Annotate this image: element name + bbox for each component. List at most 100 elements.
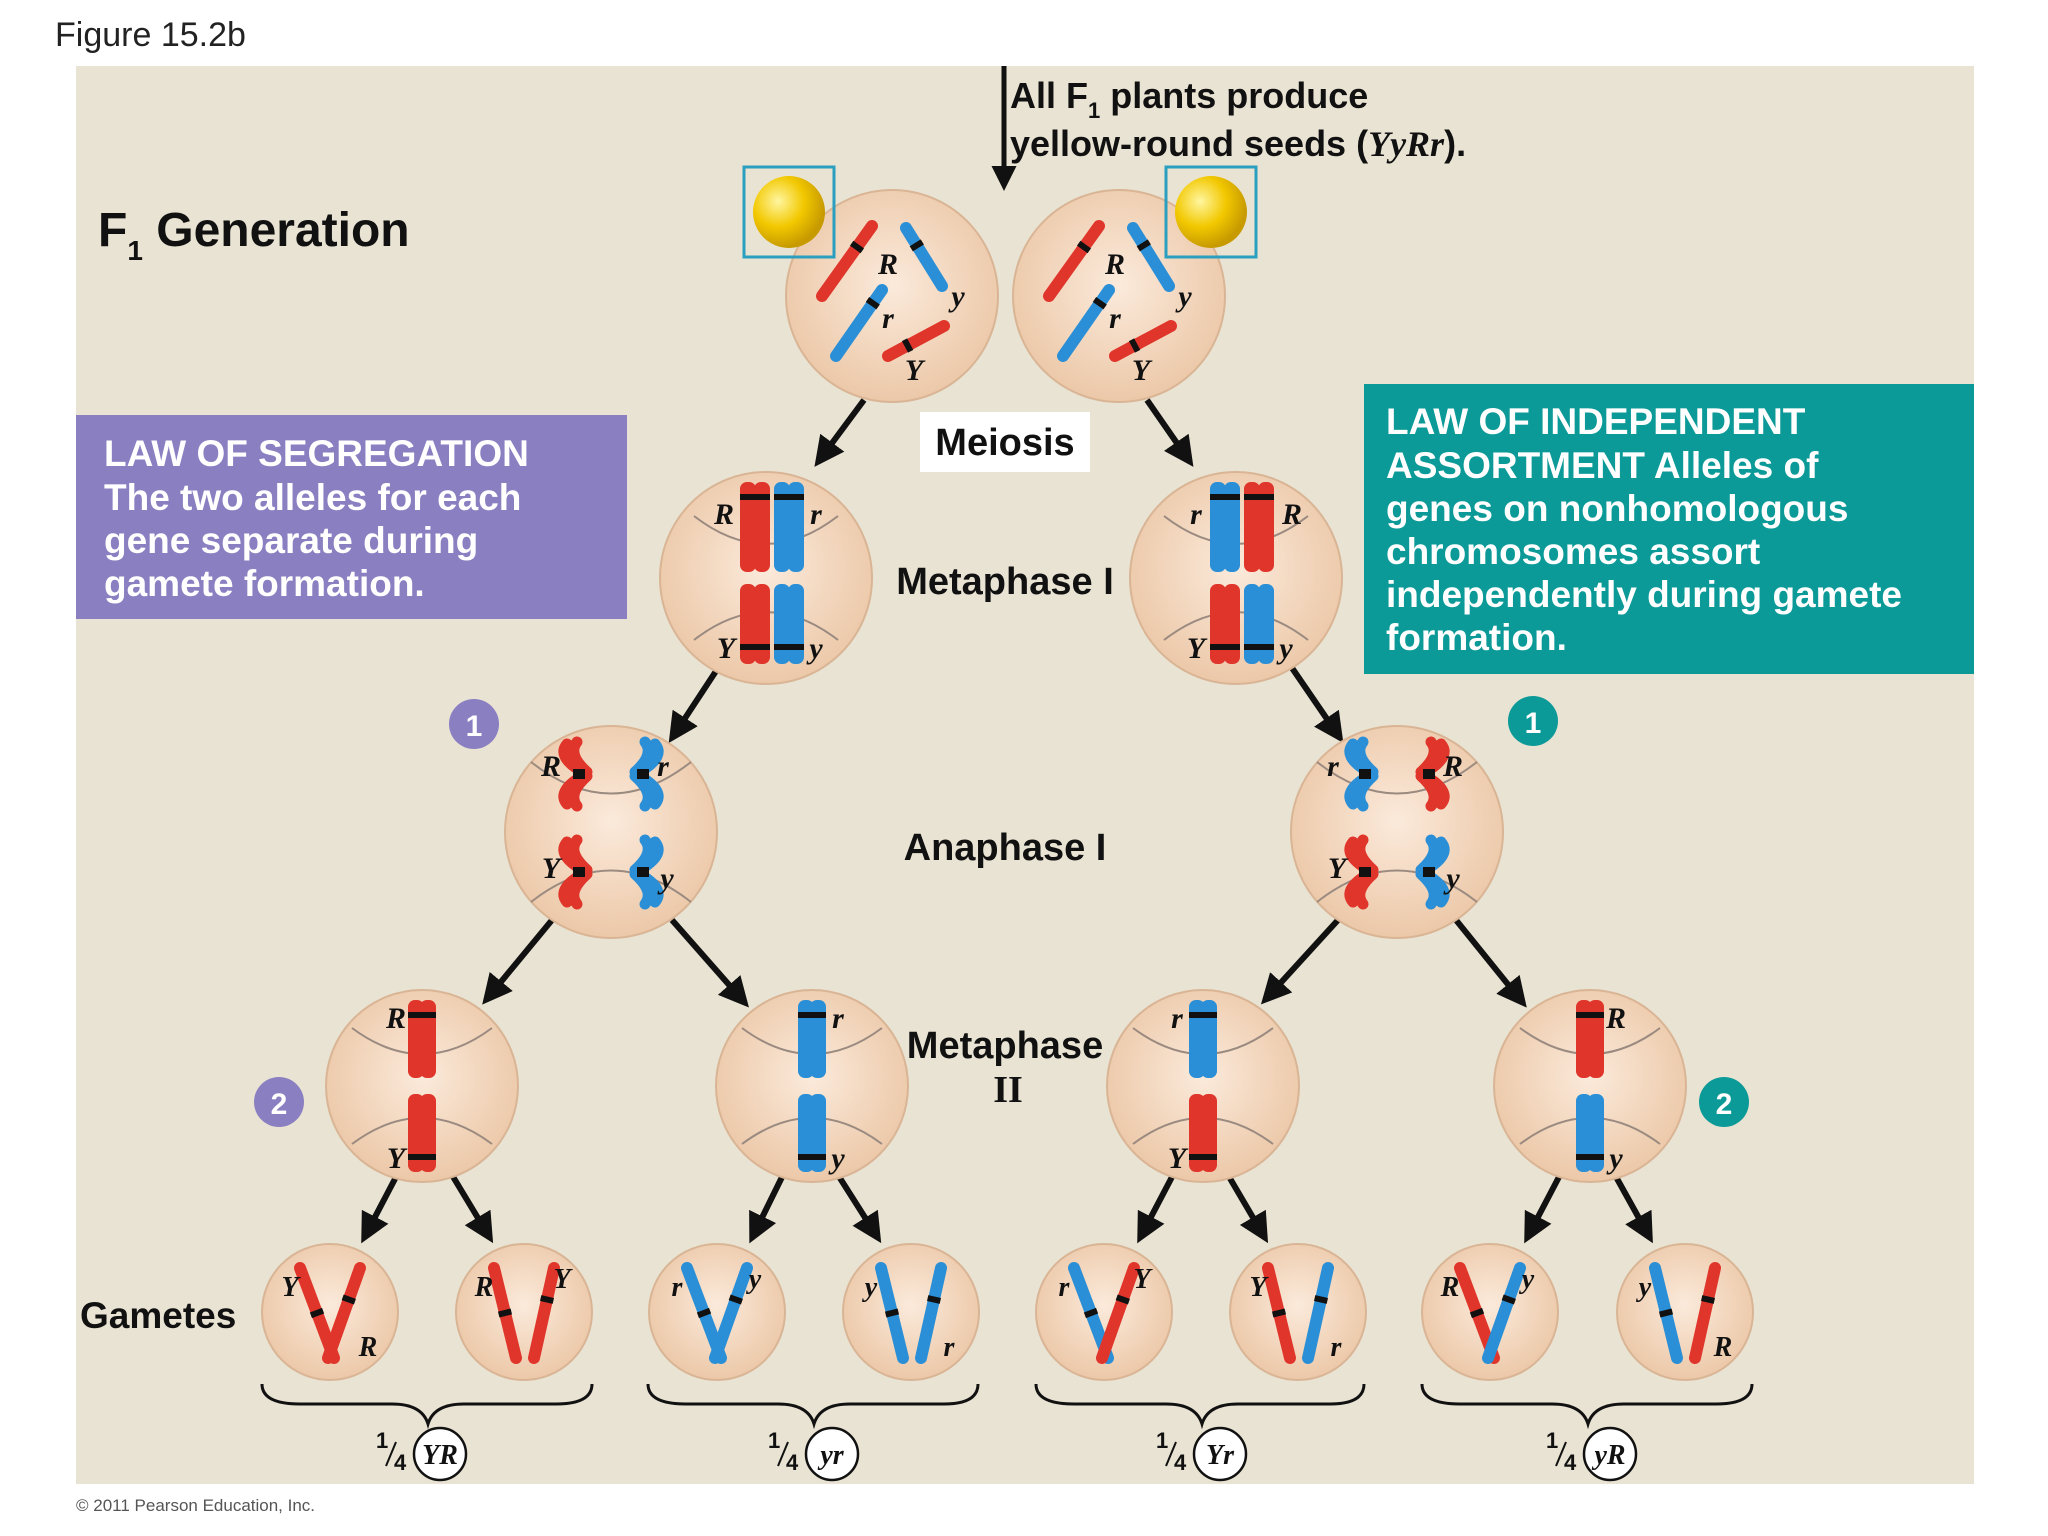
gene-locus <box>728 1294 743 1305</box>
arrow <box>1260 917 1341 1005</box>
allele-label: y <box>1606 1142 1623 1175</box>
top-note-line1: All F1 plants produce <box>1010 75 1368 123</box>
arrow <box>1287 663 1344 743</box>
chromosome <box>420 1094 436 1172</box>
allele-label: y <box>948 280 965 313</box>
chromosome <box>1244 584 1260 664</box>
gene-locus <box>1224 494 1240 500</box>
law-of-independent-assortment-box: LAW OF INDEPENDENT ASSORTMENT Alleles of… <box>1364 384 1974 674</box>
gene-locus <box>754 644 770 650</box>
allele-label: r <box>1331 1332 1343 1363</box>
chromosome <box>1482 1262 1526 1364</box>
allele-label: Y <box>1168 1142 1189 1175</box>
law-segregation-line: The two alleles for each <box>104 477 521 518</box>
allele-label: Y <box>1132 354 1153 387</box>
allele-label: R <box>1440 1272 1460 1303</box>
arrow <box>1524 1173 1563 1244</box>
gene-locus <box>1136 239 1151 252</box>
gene-locus <box>810 1012 826 1018</box>
allele-label: y <box>1276 632 1293 665</box>
chromosome <box>1244 482 1260 572</box>
genotype-circle <box>1192 1426 1248 1482</box>
gene-locus <box>1210 644 1226 650</box>
gene-locus <box>1271 1308 1287 1318</box>
fraction-denominator: 4 <box>1174 1450 1187 1475</box>
brace <box>1034 1383 1366 1430</box>
chromosome <box>528 1262 560 1364</box>
cell: Yr <box>1229 1243 1367 1381</box>
centromere <box>1423 769 1435 779</box>
brace <box>1420 1383 1754 1430</box>
gene-locus <box>1092 297 1107 310</box>
fraction-numerator: 1 <box>376 1428 388 1453</box>
allele-label: y <box>828 1142 845 1175</box>
svg-text:1: 1 <box>466 710 483 743</box>
chromosome <box>709 1262 753 1364</box>
arrow <box>668 663 723 744</box>
spindle <box>530 869 692 903</box>
allele-label: y <box>746 1264 762 1295</box>
law-of-segregation-box: LAW OF SEGREGATION The two alleles for e… <box>76 415 627 619</box>
chromosome <box>788 482 804 572</box>
svg-text:1: 1 <box>1525 707 1542 740</box>
cell: Ry <box>1493 989 1687 1183</box>
step-badge: 2 <box>254 1077 304 1127</box>
allele-label: Y <box>717 632 738 665</box>
allele-label: r <box>672 1272 684 1303</box>
allele-label: r <box>1109 302 1121 335</box>
anaphase-1-label: Anaphase I <box>904 827 1107 869</box>
fraction-slash <box>1165 1441 1177 1467</box>
gamete-braces <box>260 1383 1754 1430</box>
allele-label: R <box>385 1002 406 1035</box>
allele-label: R <box>1104 248 1125 281</box>
centromere <box>573 867 585 877</box>
chromosome <box>1201 1094 1217 1172</box>
chromosome <box>774 482 790 572</box>
gene-locus <box>788 644 804 650</box>
arrow <box>361 1173 400 1244</box>
gene-locus <box>420 1154 436 1160</box>
arrow <box>669 918 749 1008</box>
gene-locus <box>1201 1154 1217 1160</box>
gene-locus <box>1469 1307 1485 1319</box>
law-independent-title: LAW OF INDEPENDENT <box>1386 401 1806 442</box>
allele-label: R <box>877 248 898 281</box>
allele-label: R <box>358 1332 378 1363</box>
fraction-slash <box>777 1441 789 1467</box>
centromere <box>637 769 649 779</box>
chromosome <box>1127 222 1175 292</box>
allele-label: y <box>1519 1264 1535 1295</box>
chromosome <box>1201 1000 1217 1078</box>
gene-locus <box>1701 1295 1715 1304</box>
gene-locus <box>1588 1154 1604 1160</box>
law-independent-line: ASSORTMENT Alleles of <box>1386 445 1819 486</box>
law-independent-line: chromosomes assort <box>1386 531 1760 572</box>
brace <box>646 1383 980 1430</box>
gene-locus <box>740 494 756 500</box>
gene-locus <box>497 1308 513 1318</box>
fraction-denominator: 4 <box>1564 1450 1577 1475</box>
chromosome <box>740 584 756 664</box>
step-badge: 2 <box>1699 1077 1749 1127</box>
genotype-label: yR <box>1591 1440 1625 1471</box>
step-badge: 1 <box>449 699 499 749</box>
gene-locus <box>1076 240 1092 254</box>
arrow <box>482 918 555 1005</box>
arrow <box>1144 398 1194 467</box>
metaphase-2-label-numeral: II <box>993 1069 1023 1111</box>
allele-label: r <box>1059 1272 1071 1303</box>
allele-label: R <box>1281 498 1302 531</box>
law-segregation-line: gamete formation. <box>104 563 425 604</box>
gene-locus <box>1189 1154 1205 1160</box>
gene-locus <box>1314 1295 1328 1304</box>
